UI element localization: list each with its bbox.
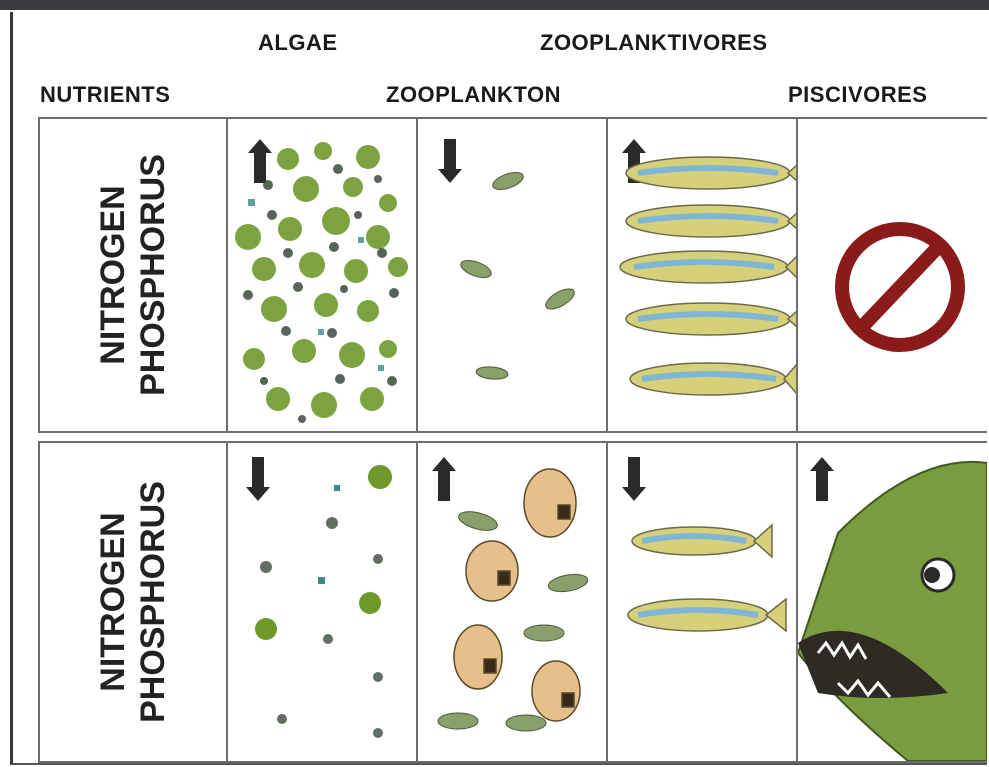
row1-fish-school bbox=[608, 119, 796, 431]
row2-zooplanktivores-cell bbox=[606, 441, 798, 763]
row2-fish-pair bbox=[608, 443, 796, 761]
row1-nitrogen-label: NITROGEN bbox=[93, 154, 133, 396]
row2-zooplankton-cluster bbox=[418, 443, 606, 761]
row2-piscivore-fish bbox=[798, 443, 987, 761]
row2-zooplankton-cell bbox=[416, 441, 608, 763]
row1-zooplankton-cluster bbox=[418, 119, 606, 431]
header-algae: ALGAE bbox=[258, 30, 338, 56]
row1-zooplanktivores-cell bbox=[606, 117, 798, 433]
no-sign-icon bbox=[798, 119, 987, 431]
header-nutrients: NUTRIENTS bbox=[40, 82, 170, 108]
up-arrow-icon bbox=[432, 457, 456, 501]
up-arrow-icon bbox=[248, 139, 272, 183]
row2-algae-cell bbox=[226, 441, 418, 763]
down-arrow-icon bbox=[438, 139, 462, 183]
row1-phosphorus-label: PHOSPHORUS bbox=[133, 154, 173, 396]
row1-algae-cluster bbox=[228, 119, 416, 431]
down-arrow-icon bbox=[622, 457, 646, 501]
row2-algae-cluster bbox=[228, 443, 416, 761]
row2-nutrients-cell: NITROGEN PHOSPHORUS bbox=[38, 441, 228, 763]
header-zooplankton: ZOOPLANKTON bbox=[386, 82, 561, 108]
top-border-band bbox=[0, 0, 989, 10]
row2-nutrients-label: NITROGEN PHOSPHORUS bbox=[93, 481, 173, 723]
header-piscivores: PISCIVORES bbox=[788, 82, 927, 108]
header-zooplanktivores: ZOOPLANKTIVORES bbox=[540, 30, 768, 56]
piscivore-icon bbox=[798, 462, 987, 761]
row2-piscivores-cell bbox=[796, 441, 987, 763]
row2-phosphorus-label: PHOSPHORUS bbox=[133, 481, 173, 723]
row1-piscivores-cell bbox=[796, 117, 987, 433]
row2-nitrogen-label: NITROGEN bbox=[93, 481, 133, 723]
down-arrow-icon bbox=[246, 457, 270, 501]
row1-algae-cell bbox=[226, 117, 418, 433]
row1-nutrients-label: NITROGEN PHOSPHORUS bbox=[93, 154, 173, 396]
row1-zooplankton-cell bbox=[416, 117, 608, 433]
up-arrow-icon bbox=[810, 457, 834, 501]
row1-nutrients-cell: NITROGEN PHOSPHORUS bbox=[38, 117, 228, 433]
